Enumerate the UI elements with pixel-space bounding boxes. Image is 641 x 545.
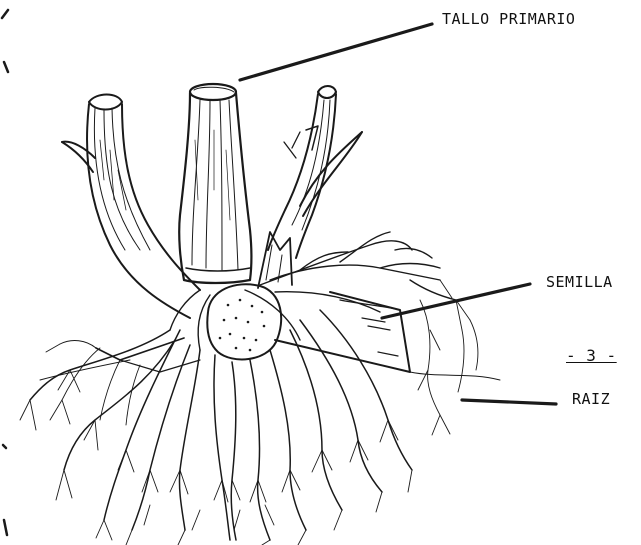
label-primary-stem: TALLO PRIMARIO bbox=[442, 10, 575, 28]
seed bbox=[207, 284, 281, 359]
right-branch bbox=[268, 86, 362, 258]
leader-line-root bbox=[462, 400, 556, 404]
main-roots bbox=[30, 310, 412, 540]
label-root: RAIZ bbox=[572, 390, 610, 408]
ground-wedge bbox=[96, 292, 410, 372]
leader-lines bbox=[240, 24, 556, 404]
soil-line bbox=[40, 360, 500, 380]
edge-marks bbox=[2, 10, 8, 535]
rootlets bbox=[20, 280, 478, 545]
crown-roots bbox=[170, 232, 456, 350]
leader-line-stem bbox=[240, 24, 432, 80]
primary-stem bbox=[179, 84, 251, 283]
figure-number: - 3 - bbox=[566, 346, 617, 365]
left-stalk bbox=[62, 95, 200, 319]
label-seed: SEMILLA bbox=[546, 273, 613, 291]
